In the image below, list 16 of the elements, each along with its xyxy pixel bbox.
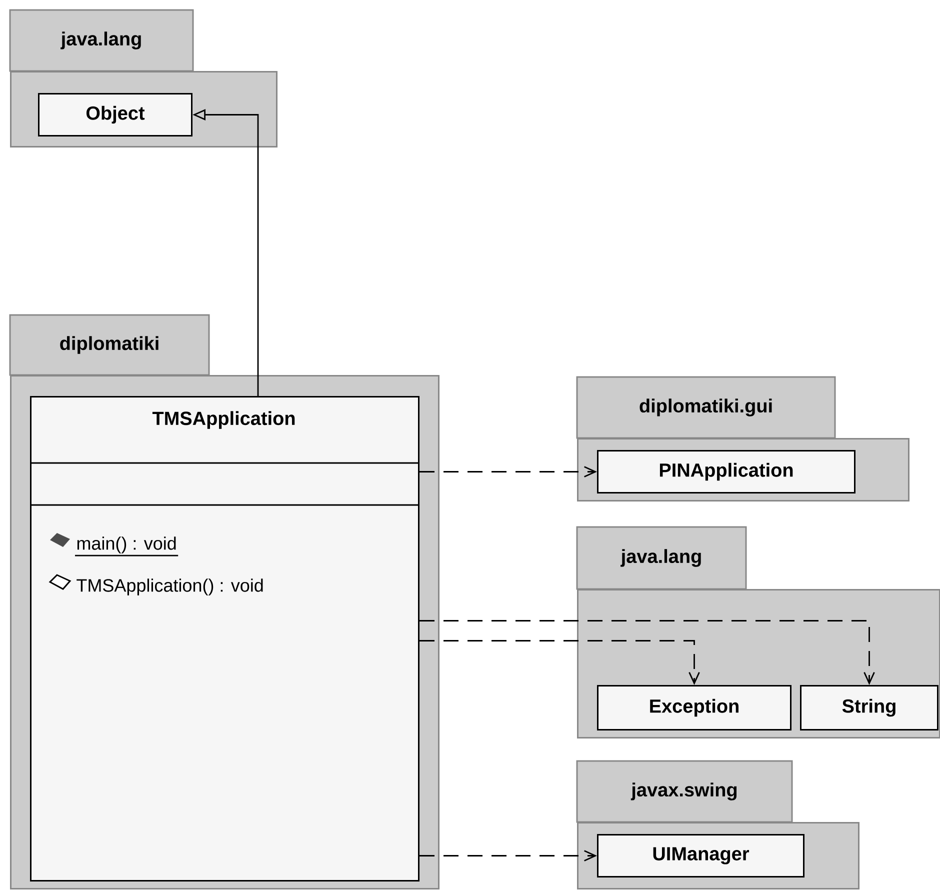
- arrow: [420, 466, 597, 478]
- class-box: String: [800, 685, 938, 730]
- method-text: TMSApplication() : void: [76, 578, 263, 596]
- node-label: diplomatiki: [60, 336, 158, 354]
- class-box: UIManager: [597, 834, 804, 878]
- node-label: java.lang: [60, 32, 141, 50]
- node-label: java.lang: [620, 549, 701, 567]
- arrow: [420, 850, 597, 862]
- method-text: main() : void: [75, 536, 178, 556]
- class-box: PINApplication: [597, 450, 856, 494]
- class-box: Exception: [597, 685, 792, 730]
- class-box: Object: [38, 93, 192, 136]
- node-label: javax.swing: [630, 782, 737, 800]
- arrow: [420, 620, 875, 685]
- arrow: [420, 640, 700, 685]
- node-label: diplomatiki.gui: [640, 398, 772, 416]
